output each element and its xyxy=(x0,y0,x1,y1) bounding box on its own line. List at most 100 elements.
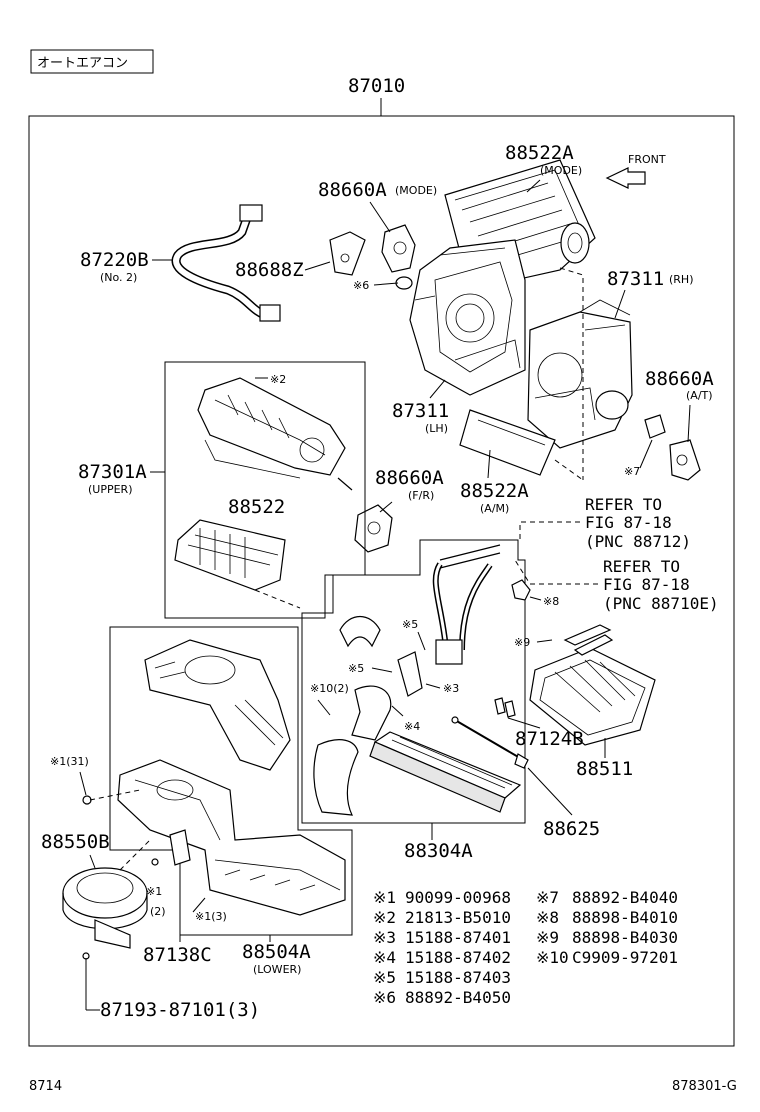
leader-note-3 xyxy=(425,683,441,689)
ref2-line3[interactable]: (PNC 88710E) xyxy=(603,594,719,613)
footer-right: 878301-G xyxy=(672,1079,737,1094)
legend-code-10[interactable]: C9909-97201 xyxy=(572,948,678,967)
leader-88522A-mode xyxy=(526,179,541,193)
clip-note8-drawing xyxy=(511,579,531,601)
legend-mark-10: ※10 xyxy=(536,948,569,967)
legend-mark-7: ※7 xyxy=(536,888,559,907)
leader-note-5b xyxy=(371,667,393,673)
actuator-88660A-mode-drawing xyxy=(381,224,416,290)
blower-88550B-drawing xyxy=(62,867,148,949)
note-1-3[interactable]: ※1(3) xyxy=(195,910,227,923)
clip-87124B-drawing xyxy=(494,697,516,718)
part-88522A-mode-sub: (MODE) xyxy=(540,164,582,177)
legend-code-4[interactable]: 15188-87402 xyxy=(405,948,511,967)
part-88688Z[interactable]: 88688Z xyxy=(235,259,304,281)
case-87311-rh-drawing xyxy=(527,299,633,449)
ref1-line2[interactable]: FIG 87-18 xyxy=(585,513,672,532)
dash-88522 xyxy=(254,589,301,609)
dash-ref2 xyxy=(514,559,598,585)
screw-icon xyxy=(82,795,92,805)
gasket-drawing xyxy=(339,615,381,648)
legend-code-6[interactable]: 88892-B4050 xyxy=(405,988,511,1007)
part-87311-lh-sub: (LH) xyxy=(425,422,448,435)
assembly-dash-2 xyxy=(554,459,584,481)
part-88511[interactable]: 88511 xyxy=(576,758,633,780)
actuator-88660A-fr-drawing xyxy=(354,504,393,553)
part-88625[interactable]: 88625 xyxy=(543,818,600,840)
resistor-87138C-drawing xyxy=(169,829,191,866)
ref1-line1[interactable]: REFER TO xyxy=(585,495,662,514)
note-8[interactable]: ※8 xyxy=(543,595,559,608)
legend-mark-8: ※8 xyxy=(536,908,559,927)
leader-note-6 xyxy=(373,282,399,286)
part-88522[interactable]: 88522 xyxy=(228,496,285,518)
note-4[interactable]: ※4 xyxy=(404,720,420,733)
note-5b[interactable]: ※5 xyxy=(348,662,364,675)
ref2-line1[interactable]: REFER TO xyxy=(603,557,680,576)
part-87301A[interactable]: 87301A xyxy=(78,461,147,483)
part-88660A-fr[interactable]: 88660A xyxy=(375,467,444,489)
ref2-line2[interactable]: FIG 87-18 xyxy=(603,575,690,594)
lower-case-group-box xyxy=(109,626,353,936)
ref1-line3[interactable]: (PNC 88712) xyxy=(585,532,691,551)
leader-88660A-fr xyxy=(379,501,393,513)
part-88522A-am-sub: (A/M) xyxy=(480,502,509,515)
sensor-88625-drawing xyxy=(451,716,529,769)
leader-87311-lh xyxy=(429,379,446,399)
part-87220B-sub: (No. 2) xyxy=(100,271,137,284)
note-1-31[interactable]: ※1(31) xyxy=(50,755,89,768)
hose-87220B-drawing xyxy=(171,204,281,322)
legend-code-3[interactable]: 15188-87401 xyxy=(405,928,511,947)
front-arrow-icon xyxy=(605,167,646,189)
heater-core-88304A-drawing xyxy=(369,731,522,813)
part-87138C[interactable]: 87138C xyxy=(143,944,212,966)
part-88504A-sub: (LOWER) xyxy=(253,963,301,976)
note-1-2[interactable]: ※1 xyxy=(146,885,162,898)
legend-mark-3: ※3 xyxy=(373,928,396,947)
note-5a[interactable]: ※5 xyxy=(402,618,418,631)
leader-88660A-mode xyxy=(369,201,391,233)
part-88660A-mode[interactable]: 88660A xyxy=(318,179,387,201)
elbow-pipe-drawing xyxy=(351,685,392,741)
note-2[interactable]: ※2 xyxy=(270,373,286,386)
legend-mark-6: ※6 xyxy=(373,988,396,1007)
leader-87311-rh xyxy=(614,289,626,319)
evaporator-88511-drawing xyxy=(529,624,656,746)
note-7[interactable]: ※7 xyxy=(624,465,640,478)
note-10[interactable]: ※10(2) xyxy=(310,682,349,695)
assembly-frame xyxy=(28,115,735,1047)
part-88522A-mode[interactable]: 88522A xyxy=(505,142,574,164)
legend-code-2[interactable]: 21813-B5010 xyxy=(405,908,511,927)
part-87311-lh[interactable]: 87311 xyxy=(392,400,449,422)
legend-code-7[interactable]: 88892-B4040 xyxy=(572,888,678,907)
aircon-tag: オートエアコン xyxy=(37,56,128,71)
part-87193[interactable]: 87193-87101(3) xyxy=(100,999,260,1021)
part-87124B[interactable]: 87124B xyxy=(515,728,584,750)
legend-left: ※1 90099-00968 ※2 21813-B5010 ※3 15188-8… xyxy=(373,888,511,1007)
note-9[interactable]: ※9 xyxy=(514,636,530,649)
intake-case-drawing xyxy=(144,639,291,771)
main-part-number[interactable]: 87010 xyxy=(348,75,405,97)
note-3[interactable]: ※3 xyxy=(443,682,459,695)
part-87311-rh[interactable]: 87311 xyxy=(607,268,664,290)
lower-case-88504A-drawing xyxy=(117,759,346,916)
front-label: FRONT xyxy=(628,153,666,166)
leader-note-1-31 xyxy=(79,771,87,796)
leader-note-9 xyxy=(536,639,553,643)
part-88550B[interactable]: 88550B xyxy=(41,831,110,853)
legend-code-8[interactable]: 88898-B4010 xyxy=(572,908,678,927)
block-drawing xyxy=(397,651,423,697)
part-88304A[interactable]: 88304A xyxy=(404,840,473,862)
part-87220B[interactable]: 87220B xyxy=(80,249,149,271)
leader-88522A-am xyxy=(487,449,491,479)
part-88522A-am[interactable]: 88522A xyxy=(460,480,529,502)
legend-code-1[interactable]: 90099-00968 xyxy=(405,888,511,907)
legend-code-5[interactable]: 15188-87403 xyxy=(405,968,511,987)
part-88660A-at[interactable]: 88660A xyxy=(645,368,714,390)
leader-88550B xyxy=(89,854,96,869)
note-6[interactable]: ※6 xyxy=(353,279,369,292)
legend-code-9[interactable]: 88898-B4030 xyxy=(572,928,678,947)
part-88660A-mode-sub: (MODE) xyxy=(395,184,437,197)
upper-case-group-box xyxy=(164,361,366,619)
part-88504A[interactable]: 88504A xyxy=(242,941,311,963)
